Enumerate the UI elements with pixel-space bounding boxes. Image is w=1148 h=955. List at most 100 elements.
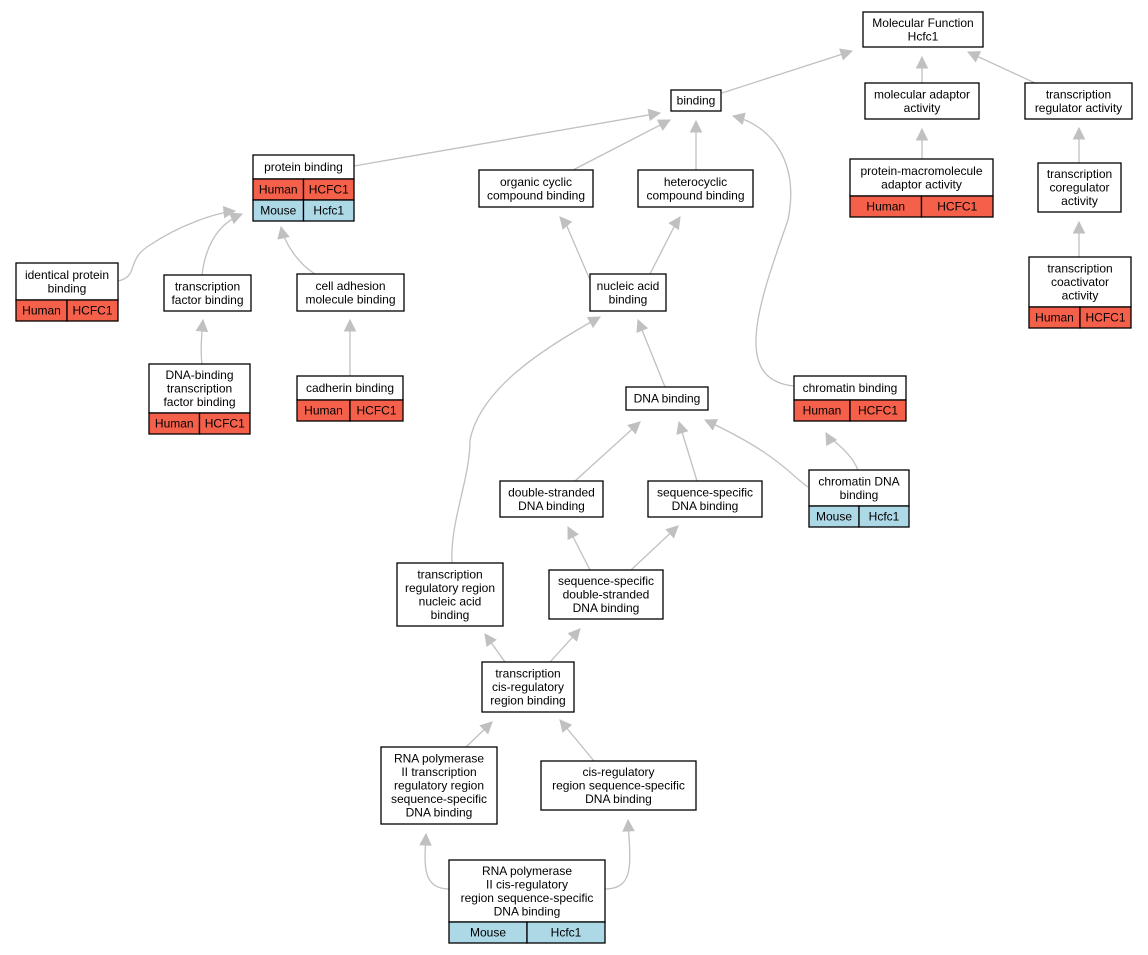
edge-line bbox=[117, 210, 236, 282]
term-label: chromatin DNA bbox=[818, 474, 899, 488]
edge-arrow-icon bbox=[915, 55, 929, 69]
term-label: transcription bbox=[1046, 87, 1111, 101]
edge-line bbox=[574, 421, 641, 482]
gene-label: Hcfc1 bbox=[313, 204, 344, 218]
term-label: nucleic acid bbox=[597, 279, 660, 293]
edge-arrow-icon bbox=[484, 633, 497, 648]
term-node-dna-binding[interactable]: DNA binding bbox=[625, 386, 709, 411]
term-label: regulatory region bbox=[394, 779, 484, 793]
term-label: DNA binding bbox=[494, 904, 561, 918]
species-label: Human bbox=[304, 404, 343, 418]
term-label: binding bbox=[840, 488, 879, 502]
edge bbox=[915, 127, 929, 159]
term-box bbox=[481, 661, 575, 713]
species-label: Mouse bbox=[260, 204, 296, 218]
term-box bbox=[637, 169, 754, 208]
species-label: Mouse bbox=[816, 510, 852, 524]
edge bbox=[343, 318, 357, 376]
term-box bbox=[625, 386, 709, 411]
term-label: DNA binding bbox=[406, 806, 473, 820]
term-label: compound binding bbox=[646, 188, 744, 202]
edge-line bbox=[201, 213, 243, 276]
gene-cell bbox=[526, 921, 606, 944]
term-label: sequence-specific bbox=[558, 574, 654, 588]
gene-label: HCFC1 bbox=[72, 304, 112, 318]
term-label: binding bbox=[609, 292, 648, 306]
edge-line bbox=[353, 112, 661, 167]
gene-cell bbox=[920, 195, 994, 218]
species-label: Human bbox=[22, 304, 61, 318]
gene-cell bbox=[302, 199, 355, 222]
gene-label: Hcfc1 bbox=[869, 510, 900, 524]
gene-label: Hcfc1 bbox=[551, 926, 582, 940]
term-box bbox=[862, 11, 984, 48]
term-label: Molecular Function bbox=[872, 16, 973, 30]
edge bbox=[559, 719, 595, 762]
edge bbox=[825, 432, 859, 471]
species-label: Human bbox=[259, 183, 298, 197]
edge bbox=[484, 633, 506, 663]
edge bbox=[574, 421, 641, 482]
term-box bbox=[1028, 256, 1132, 308]
edge-arrow-icon bbox=[668, 216, 681, 231]
term-label: DNA binding bbox=[634, 392, 701, 406]
term-label: sequence-specific bbox=[657, 485, 753, 499]
term-node-binding[interactable]: binding bbox=[670, 89, 722, 112]
edge bbox=[721, 48, 854, 94]
gene-cell bbox=[198, 412, 251, 435]
term-label: RNA polymerase bbox=[482, 864, 572, 878]
term-label: organic cyclic bbox=[500, 175, 572, 189]
gene-cell bbox=[1079, 306, 1132, 329]
gene-cell bbox=[66, 299, 119, 322]
edge-line bbox=[451, 316, 601, 564]
term-label: regulatory region bbox=[405, 581, 495, 595]
edge bbox=[465, 721, 493, 748]
term-label: binding bbox=[677, 94, 716, 108]
term-label: molecule binding bbox=[305, 292, 395, 306]
term-label: protein-macromolecule bbox=[860, 164, 982, 178]
term-label: coactivator bbox=[1051, 275, 1109, 289]
term-box bbox=[808, 469, 910, 507]
edge-arrow-icon bbox=[703, 419, 719, 431]
edge bbox=[649, 216, 681, 275]
edge-arrow-icon bbox=[479, 721, 493, 735]
edge-line bbox=[967, 51, 1036, 84]
term-box bbox=[252, 154, 355, 180]
edge bbox=[559, 216, 591, 281]
gene-cell bbox=[858, 505, 910, 528]
term-label: molecular adaptor bbox=[874, 87, 970, 101]
term-label: coregulator bbox=[1049, 181, 1109, 195]
term-label: activity bbox=[1061, 194, 1098, 208]
edge-arrow-icon bbox=[665, 525, 679, 539]
term-label: double-stranded bbox=[563, 588, 650, 602]
edge bbox=[353, 108, 662, 167]
term-box bbox=[396, 562, 504, 627]
term-box bbox=[1037, 162, 1122, 213]
